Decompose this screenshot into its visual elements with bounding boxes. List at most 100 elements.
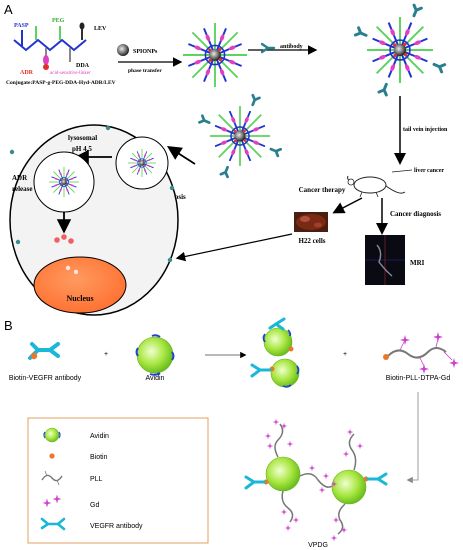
legend-avidin-icon: [43, 427, 61, 443]
label-phase-transfer: phase transfer: [128, 68, 162, 74]
np-drug: [242, 129, 246, 133]
label-linker: acid-sensitive-linker: [50, 71, 91, 76]
np-linker: [219, 34, 225, 42]
h22-cells-image: [294, 212, 328, 232]
label-biotin-pll: Biotin-PLL-DTPA-Gd: [386, 375, 451, 382]
np-linker: [144, 169, 147, 172]
np-linker: [219, 68, 225, 76]
np-linker: [390, 64, 395, 72]
np-drug: [60, 178, 63, 181]
np-linker: [205, 68, 211, 76]
gd-star: [433, 332, 443, 342]
np-linker: [66, 172, 69, 176]
gd-star: [280, 422, 288, 430]
gd-star: [322, 472, 330, 480]
receptor-dot: [169, 185, 175, 191]
gd-star: [308, 464, 316, 472]
gd-star: [264, 432, 272, 440]
legend-gd-icon: [42, 494, 62, 508]
gd-star: [266, 442, 274, 450]
np-drug: [233, 129, 237, 133]
np-drug: [208, 58, 212, 62]
legend-pll-icon: [41, 470, 63, 486]
panel-a-label: A: [4, 2, 13, 17]
np-linker: [390, 28, 395, 36]
np-drug: [403, 53, 408, 57]
np-drug: [393, 43, 397, 47]
receptor-dot: [9, 149, 15, 155]
avidin-antibody-conjugate-1: [262, 317, 294, 357]
label-biotin-vegfr: Biotin-VEGFR antibody: [9, 375, 82, 382]
np-linker: [378, 55, 386, 60]
np-linker: [228, 45, 236, 51]
np-linker: [54, 184, 58, 187]
label-adr: ADR: [12, 174, 28, 182]
gd-star: [52, 494, 62, 504]
np-linker: [148, 158, 151, 161]
spionp-sphere: [117, 44, 129, 56]
np-drug: [218, 57, 222, 62]
np-linker: [244, 116, 249, 124]
np-drug: [139, 164, 141, 166]
np-drug: [143, 159, 145, 162]
gd-star: [332, 516, 340, 524]
np-linker: [137, 169, 140, 172]
np-linker: [252, 140, 260, 145]
mouse-icon: [347, 175, 406, 198]
label-ph: pH 4.5: [72, 145, 92, 153]
label-tail-vein: tail vein injection: [403, 127, 448, 133]
np-drug: [393, 53, 397, 58]
np-linker: [414, 55, 422, 60]
np-antibody: [353, 26, 368, 37]
np-linker: [231, 148, 236, 156]
np-core: [394, 44, 406, 56]
np-antibody: [269, 147, 282, 158]
np-drug: [208, 48, 212, 52]
gd-star: [400, 335, 410, 345]
np-ring: [59, 177, 69, 187]
legend-biotin-icon: [49, 453, 55, 459]
label-release: release: [12, 185, 32, 193]
np-drug: [61, 183, 63, 186]
gd-star: [340, 526, 348, 534]
np-linker: [59, 172, 62, 176]
np-core: [209, 49, 221, 61]
panel-b-label: B: [4, 318, 13, 333]
np-linker: [405, 64, 410, 72]
np-antibody: [251, 93, 261, 107]
np-linker: [414, 40, 422, 45]
nanoparticle-in-lysosome: [49, 167, 79, 197]
np-drug: [243, 138, 247, 142]
gd-star: [419, 364, 429, 374]
pointer-liver: [391, 169, 413, 173]
gd-star: [318, 486, 326, 494]
np-drug: [65, 183, 68, 185]
np-linker: [252, 127, 260, 132]
arrow-therapy: [332, 197, 363, 214]
legend-label-biotin: Biotin: [90, 454, 108, 461]
adr-drug-dots: [54, 234, 74, 244]
gd-star: [449, 358, 459, 368]
np-linker: [54, 177, 58, 180]
label-lev: LEV: [94, 26, 107, 32]
legend-label-vegfr: VEGFR antibody: [90, 523, 143, 530]
gd-star: [42, 498, 52, 508]
np-linker: [70, 184, 74, 187]
np-linker: [220, 140, 228, 145]
vpdg-complex: [244, 423, 388, 535]
label-nucleus: Nucleus: [66, 294, 93, 303]
mri-image: [365, 235, 405, 285]
gd-star-icons: [400, 332, 459, 374]
gd-star: [346, 428, 354, 436]
np-antibody: [219, 165, 229, 179]
np-linker: [70, 177, 74, 180]
arrow-to-vpdg: [406, 392, 419, 484]
vpdg-gd-stars: [264, 418, 364, 542]
np-linker: [59, 188, 62, 192]
gd-star: [286, 440, 294, 448]
label-cancer-therapy: Cancer therapy: [299, 186, 346, 194]
biotin-vegfr-antibody-icon: [28, 342, 60, 360]
nanoparticle-in-endosome: [128, 149, 156, 177]
label-mri: MRI: [410, 259, 425, 267]
